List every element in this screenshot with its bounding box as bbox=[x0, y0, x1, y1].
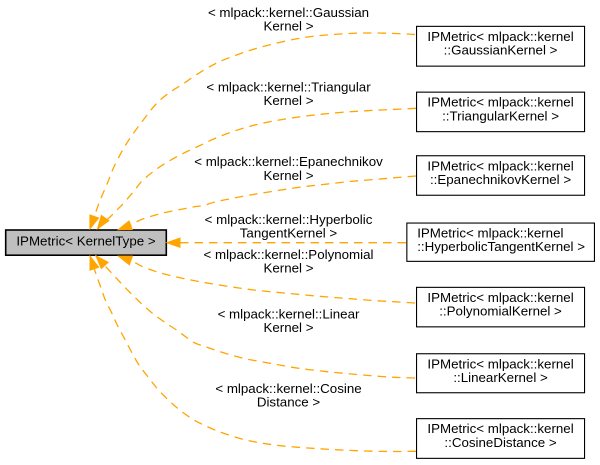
svg-text:::TriangularKernel >: ::TriangularKernel > bbox=[442, 108, 559, 123]
svg-text:IPMetric< mlpack::kernel: IPMetric< mlpack::kernel bbox=[417, 226, 563, 241]
svg-text:Kernel >: Kernel > bbox=[263, 261, 313, 276]
svg-text:IPMetric< mlpack::kernel: IPMetric< mlpack::kernel bbox=[427, 356, 573, 371]
svg-text:Distance >: Distance > bbox=[257, 395, 321, 410]
svg-text:IPMetric< mlpack::kernel: IPMetric< mlpack::kernel bbox=[427, 421, 573, 436]
svg-text:::HyperbolicTangentKernel >: ::HyperbolicTangentKernel > bbox=[417, 239, 585, 254]
svg-text:IPMetric< mlpack::kernel: IPMetric< mlpack::kernel bbox=[427, 95, 573, 110]
svg-text:Kernel >: Kernel > bbox=[263, 19, 313, 34]
svg-text:TangentKernel >: TangentKernel > bbox=[240, 226, 338, 241]
svg-text:IPMetric< mlpack::kernel: IPMetric< mlpack::kernel bbox=[427, 290, 573, 305]
svg-text:::GaussianKernel >: ::GaussianKernel > bbox=[444, 43, 558, 58]
svg-text:::EpanechnikovKernel >: ::EpanechnikovKernel > bbox=[430, 172, 571, 187]
svg-text:IPMetric< KernelType >: IPMetric< KernelType > bbox=[16, 233, 155, 248]
svg-text:Kernel >: Kernel > bbox=[263, 168, 313, 183]
svg-text:Kernel >: Kernel > bbox=[263, 320, 313, 335]
svg-text:IPMetric< mlpack::kernel: IPMetric< mlpack::kernel bbox=[427, 158, 573, 173]
svg-text:< mlpack::kernel::Epanechnikov: < mlpack::kernel::Epanechnikov bbox=[194, 154, 383, 169]
svg-text:< mlpack::kernel::Gaussian: < mlpack::kernel::Gaussian bbox=[208, 5, 369, 20]
svg-text:::CosineDistance >: ::CosineDistance > bbox=[444, 435, 556, 450]
svg-text:< mlpack::kernel::Linear: < mlpack::kernel::Linear bbox=[218, 307, 360, 322]
svg-text:Kernel >: Kernel > bbox=[263, 93, 313, 108]
svg-text:IPMetric< mlpack::kernel: IPMetric< mlpack::kernel bbox=[427, 29, 573, 44]
svg-text:< mlpack::kernel::Polynomial: < mlpack::kernel::Polynomial bbox=[203, 247, 373, 262]
svg-text:< mlpack::kernel::Hyperbolic: < mlpack::kernel::Hyperbolic bbox=[205, 212, 373, 227]
svg-text:::PolynomialKernel >: ::PolynomialKernel > bbox=[439, 304, 562, 319]
svg-text:::LinearKernel >: ::LinearKernel > bbox=[453, 370, 548, 385]
svg-text:< mlpack::kernel::Cosine: < mlpack::kernel::Cosine bbox=[215, 381, 361, 396]
svg-text:< mlpack::kernel::Triangular: < mlpack::kernel::Triangular bbox=[206, 79, 371, 94]
